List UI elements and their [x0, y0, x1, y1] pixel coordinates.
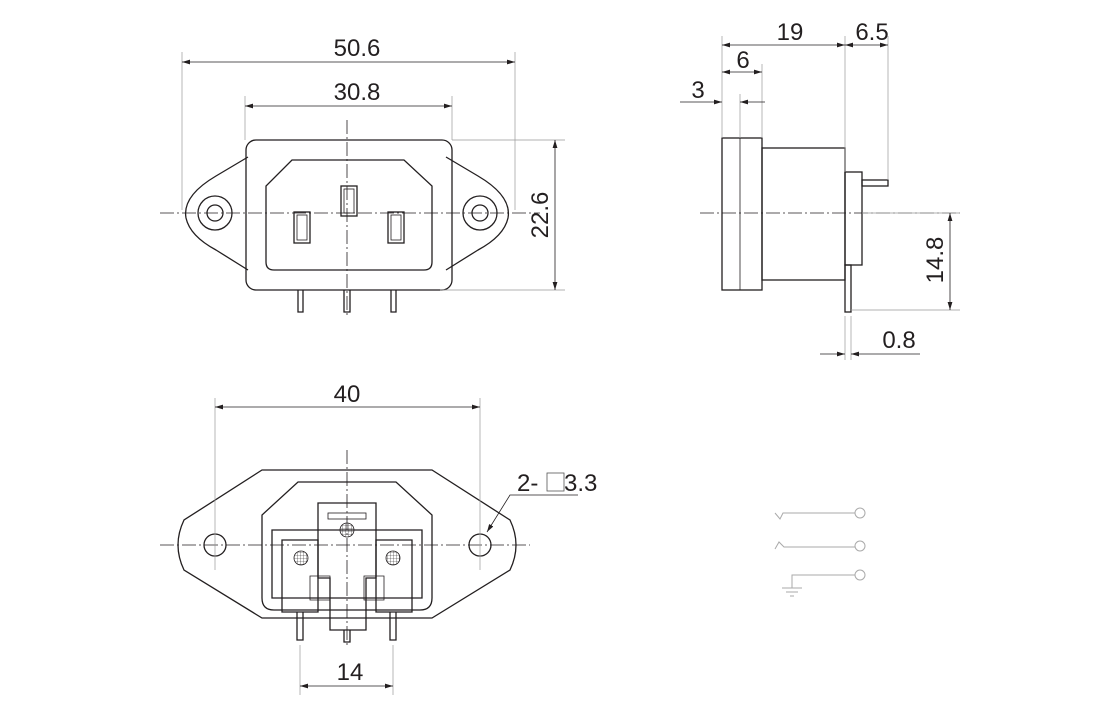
rear-view: 40 2- 3.3 14 [160, 381, 597, 695]
ground-icon [782, 569, 866, 597]
dim-flange-depth: 6 [736, 47, 749, 74]
dim-pin-thickness: 0.8 [882, 327, 915, 354]
side-view: 19 6.5 6 3 14.8 0.8 [680, 19, 960, 360]
schematic-symbols [774, 507, 866, 597]
dim-flange-thickness: 3 [691, 77, 704, 104]
front-view: 50.6 30.8 22.6 [160, 35, 565, 316]
dim-body-height: 22.6 [527, 192, 554, 239]
diameter-symbol-icon [546, 472, 565, 492]
hole-label-prefix: 2- [517, 470, 538, 497]
dim-depth-total: 19 [777, 19, 804, 46]
dim-center-to-pin: 14.8 [922, 237, 949, 284]
dim-pin-extension: 6.5 [855, 19, 888, 46]
dim-hole-spacing: 40 [334, 381, 361, 408]
ac-live-icon [774, 507, 866, 520]
ac-neutral-icon [774, 540, 866, 552]
dim-body-width: 30.8 [334, 79, 381, 106]
dim-pin-spacing: 14 [337, 659, 364, 686]
hole-label-value: 3.3 [564, 470, 597, 497]
dim-overall-width: 50.6 [334, 35, 381, 62]
